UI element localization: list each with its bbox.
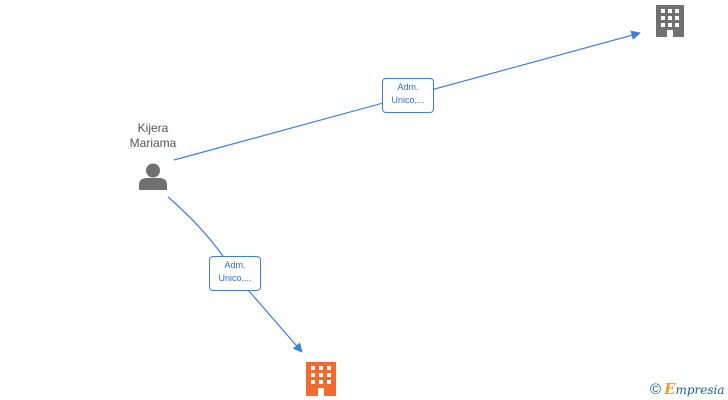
edge-label-line2: Unico,... [218, 273, 252, 283]
building-icon[interactable] [306, 362, 336, 396]
brand-logo-initial: E [664, 380, 676, 398]
person-name-line2: Mariama [129, 136, 177, 150]
edge-label-role[interactable]: Adm. Unico,... [209, 256, 261, 291]
person-icon[interactable] [139, 163, 167, 191]
edge-label-line1: Adm. [224, 260, 246, 270]
brand-logo-text: mpresia [675, 383, 725, 397]
copyright-icon: © [650, 381, 662, 398]
watermark: ©Empresia [650, 380, 725, 399]
building-icon[interactable] [656, 5, 684, 37]
edge-label-line1: Adm. [397, 82, 419, 92]
person-name[interactable]: Kijera Mariama [113, 121, 193, 151]
person-name-line1: Kijera [137, 121, 169, 135]
edge-label-role[interactable]: Adm. Unico,... [382, 78, 434, 113]
edge-label-line2: Unico,... [391, 95, 425, 105]
